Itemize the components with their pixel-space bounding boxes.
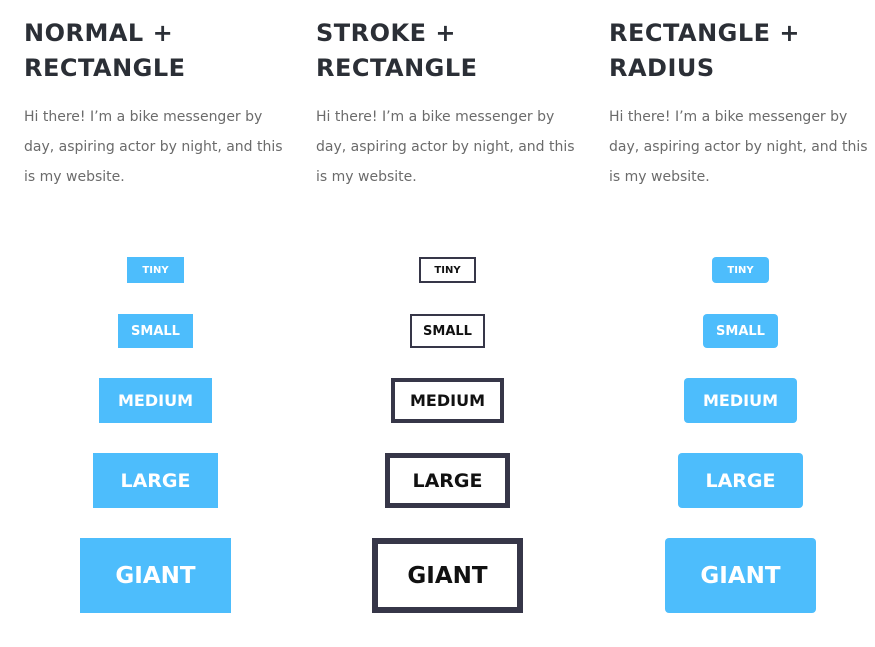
large-button[interactable]: LARGE bbox=[93, 453, 218, 508]
large-button[interactable]: LARGE bbox=[385, 453, 510, 508]
column-description: Hi there! I’m a bike messenger by day, a… bbox=[316, 109, 575, 185]
tiny-button[interactable]: TINY bbox=[127, 257, 184, 283]
giant-button[interactable]: GIANT bbox=[665, 538, 816, 613]
column-title: RECTANGLE +RADIUS bbox=[609, 19, 801, 82]
medium-button[interactable]: MEDIUM bbox=[684, 378, 797, 423]
column-rectangle-radius: RECTANGLE +RADIUS Hi there! I’m a bike m… bbox=[609, 0, 869, 192]
column-title: NORMAL +RECTANGLE bbox=[24, 19, 186, 82]
medium-button[interactable]: MEDIUM bbox=[391, 378, 504, 423]
column-normal-rectangle: NORMAL +RECTANGLE Hi there! I’m a bike m… bbox=[24, 0, 284, 192]
column-stroke-rectangle: STROKE +RECTANGLE Hi there! I’m a bike m… bbox=[316, 0, 576, 192]
tiny-button[interactable]: TINY bbox=[712, 257, 769, 283]
giant-button[interactable]: GIANT bbox=[80, 538, 231, 613]
giant-button[interactable]: GIANT bbox=[372, 538, 523, 613]
medium-button[interactable]: MEDIUM bbox=[99, 378, 212, 423]
tiny-button[interactable]: TINY bbox=[419, 257, 476, 283]
small-button[interactable]: SMALL bbox=[410, 314, 485, 348]
column-title: STROKE +RECTANGLE bbox=[316, 19, 478, 82]
column-description: Hi there! I’m a bike messenger by day, a… bbox=[609, 109, 868, 185]
large-button[interactable]: LARGE bbox=[678, 453, 803, 508]
column-description: Hi there! I’m a bike messenger by day, a… bbox=[24, 109, 283, 185]
small-button[interactable]: SMALL bbox=[703, 314, 778, 348]
small-button[interactable]: SMALL bbox=[118, 314, 193, 348]
